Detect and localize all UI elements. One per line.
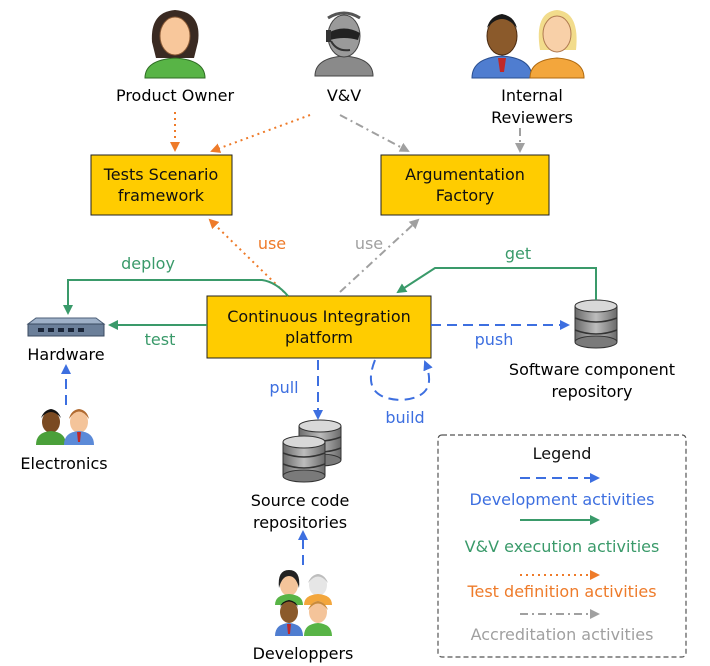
developpers-team-icon <box>275 570 332 636</box>
internal-reviewers-label-line1: Internal <box>501 86 563 105</box>
vv-engineer-icon <box>314 11 374 77</box>
push-label: push <box>475 330 514 349</box>
continuous-integration-platform-box: Continuous Integration platform <box>206 295 432 359</box>
product-owner-icon <box>144 10 206 79</box>
software-repository-database-icon <box>574 299 618 349</box>
tests-scenario-label-line2: framework <box>118 186 205 205</box>
pull-label: pull <box>269 378 298 397</box>
legend: Legend Development activities V&V execut… <box>437 434 687 658</box>
argumentation-factory-box: Argumentation Factory <box>380 154 550 216</box>
ci-use-argumentation-arrow <box>339 218 420 293</box>
electronics-label: Electronics <box>20 454 107 473</box>
argumentation-label-line2: Factory <box>436 186 494 205</box>
legend-box <box>437 434 687 658</box>
hardware-label: Hardware <box>27 345 104 364</box>
argumentation-label-line1: Argumentation <box>405 165 525 184</box>
repo-get-ci-arrow <box>396 267 597 300</box>
vv-to-tests-arrow <box>210 114 311 153</box>
ci-use-tests-arrow <box>208 218 285 293</box>
use-accred-label: use <box>355 234 383 253</box>
hardware-switch-icon <box>26 317 106 337</box>
legend-accreditation-label: Accreditation activities <box>471 625 654 644</box>
internal-reviewers-icon <box>471 10 585 79</box>
developpers-label: Developpers <box>253 644 354 663</box>
tests-scenario-framework-box: Tests Scenario framework <box>90 154 233 216</box>
build-loop-arrow <box>370 359 433 402</box>
vv-label: V&V <box>327 86 361 105</box>
vv-to-argumentation-arrow <box>339 114 410 152</box>
legend-title: Legend <box>533 444 592 463</box>
software-repo-label-line2: repository <box>552 382 633 401</box>
test-label: test <box>145 330 176 349</box>
software-repo-label-line1: Software component <box>509 360 675 379</box>
ci-deploy-hardware-arrow <box>63 279 289 315</box>
source-code-repositories-database-icon <box>282 419 342 483</box>
product-owner-label: Product Owner <box>116 86 235 105</box>
legend-vv-label: V&V execution activities <box>465 537 660 556</box>
get-label: get <box>505 244 531 263</box>
deploy-label: deploy <box>121 254 175 273</box>
electronics-team-icon <box>36 409 94 445</box>
legend-test-def-label: Test definition activities <box>466 582 656 601</box>
internal-reviewers-label-line2: Reviewers <box>491 108 573 127</box>
build-label: build <box>385 408 424 427</box>
source-repos-label-line2: repositories <box>253 513 347 532</box>
ci-platform-label-line1: Continuous Integration <box>227 307 411 326</box>
source-repos-label-line1: Source code <box>251 491 350 510</box>
ci-platform-label-line2: platform <box>285 328 353 347</box>
legend-development-label: Development activities <box>470 490 655 509</box>
tests-scenario-label-line1: Tests Scenario <box>103 165 218 184</box>
use-test-label: use <box>258 234 286 253</box>
